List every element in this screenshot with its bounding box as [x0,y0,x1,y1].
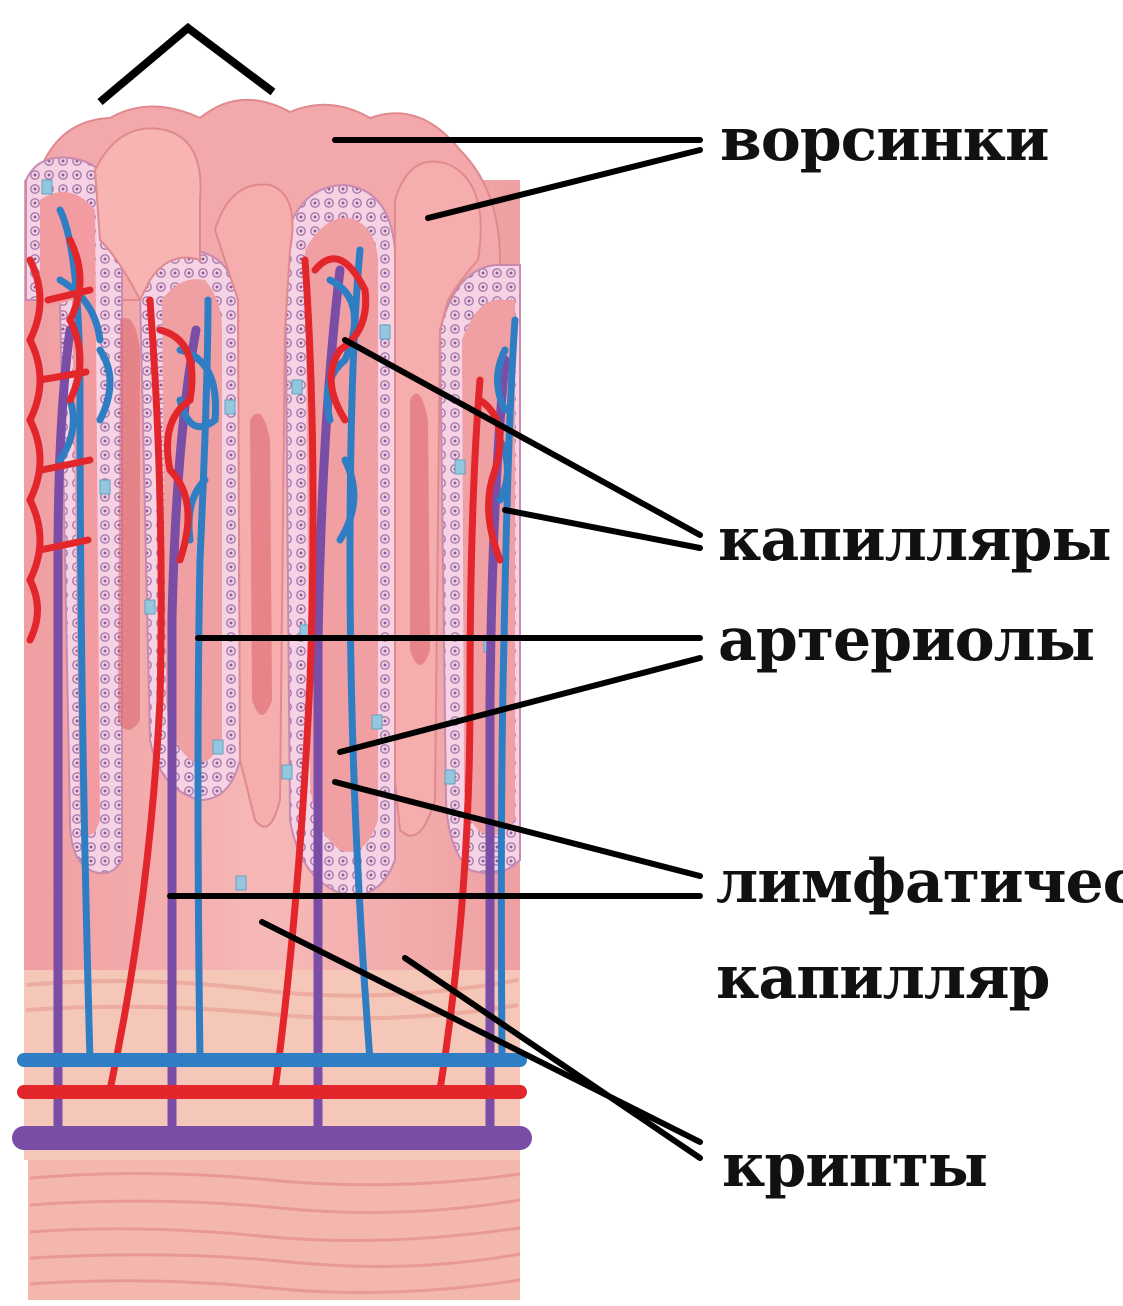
label-crypts: крипты [722,1131,987,1201]
villus-bracket [100,28,273,102]
label-capillaries: капилляры [718,505,1111,575]
label-lymphatic-line1: лимфатический [716,847,1123,917]
label-villi: ворсинки [720,105,1048,175]
label-lymphatic-line2: капилляр [716,943,1050,1013]
label-arterioles: артериолы [718,605,1094,675]
